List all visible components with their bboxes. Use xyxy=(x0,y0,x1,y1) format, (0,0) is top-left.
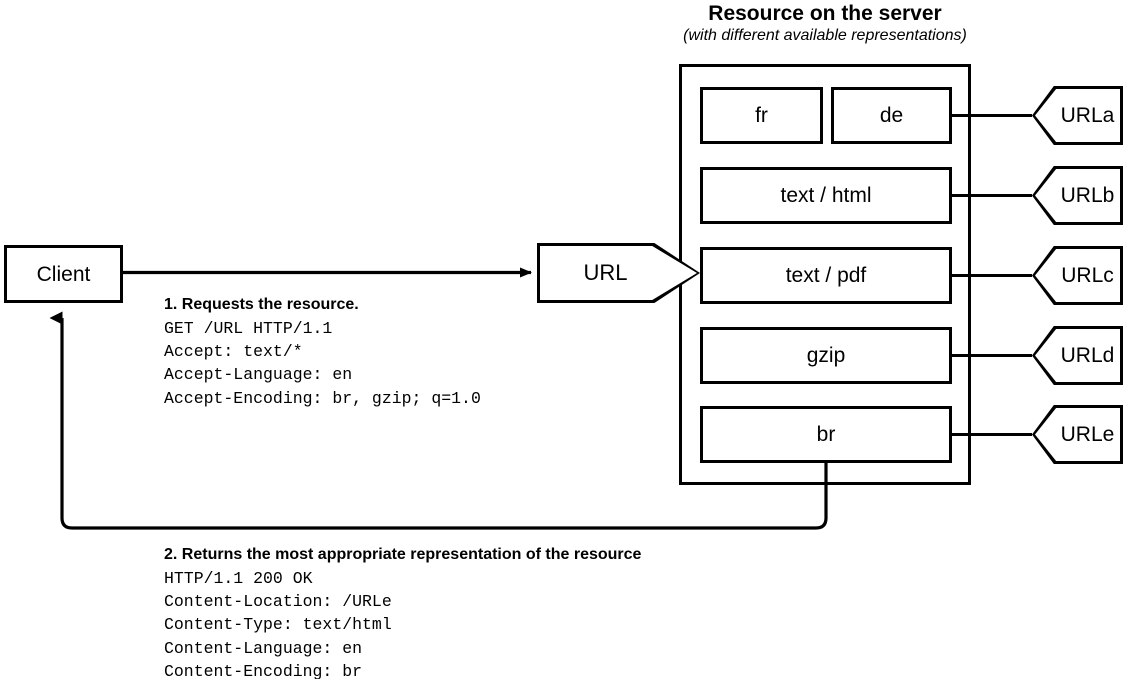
url-node-label: URLb xyxy=(1060,184,1115,207)
representation-label: br xyxy=(816,423,836,446)
representation-label: gzip xyxy=(806,344,846,367)
url-request-node[interactable]: URL xyxy=(537,243,700,303)
client-node[interactable]: Client xyxy=(4,245,123,303)
url-node-urle[interactable]: URLe xyxy=(1032,405,1123,464)
server-title: Resource on the server xyxy=(708,2,942,25)
representation-label: de xyxy=(879,104,904,127)
url-node-label: URLe xyxy=(1060,423,1115,446)
representation-text-html[interactable]: text / html xyxy=(700,167,952,224)
url-node-urlc[interactable]: URLc xyxy=(1032,246,1123,305)
representation-gzip[interactable]: gzip xyxy=(700,327,952,384)
url-node-fill xyxy=(1035,89,1120,142)
request-message-lines: GET /URL HTTP/1.1 Accept: text/* Accept-… xyxy=(164,318,481,408)
server-title-block: Resource on the server (with different a… xyxy=(660,2,990,45)
url-request-label: URL xyxy=(583,260,628,285)
url-node-label: URLa xyxy=(1060,104,1115,127)
request-message: 1. Requests the resource. GET /URL HTTP/… xyxy=(164,294,481,410)
representation-br[interactable]: br xyxy=(700,406,952,463)
client-label: Client xyxy=(36,262,91,286)
representation-de[interactable]: de xyxy=(831,87,952,144)
representation-label: text / pdf xyxy=(785,264,867,287)
representation-label: text / html xyxy=(780,184,872,207)
response-message-heading: 2. Returns the most appropriate represen… xyxy=(164,546,642,563)
url-node-fill xyxy=(1035,169,1120,222)
response-message-lines: HTTP/1.1 200 OK Content-Location: /URLe … xyxy=(164,568,392,679)
url-node-fill xyxy=(1035,329,1120,382)
url-node-label: URLc xyxy=(1061,264,1114,287)
representation-text-pdf[interactable]: text / pdf xyxy=(700,247,952,304)
url-node-urld[interactable]: URLd xyxy=(1032,326,1123,385)
url-node-urla[interactable]: URLa xyxy=(1032,86,1123,145)
request-message-heading: 1. Requests the resource. xyxy=(164,296,359,313)
representation-label: fr xyxy=(755,104,768,127)
url-node-fill xyxy=(1035,249,1120,302)
representation-fr[interactable]: fr xyxy=(700,87,823,144)
url-node-label: URLd xyxy=(1060,344,1115,367)
server-subtitle: (with different available representation… xyxy=(683,27,967,45)
response-message: 2. Returns the most appropriate represen… xyxy=(164,544,641,679)
url-node-urlb[interactable]: URLb xyxy=(1032,166,1123,225)
url-node-fill xyxy=(1035,408,1120,461)
